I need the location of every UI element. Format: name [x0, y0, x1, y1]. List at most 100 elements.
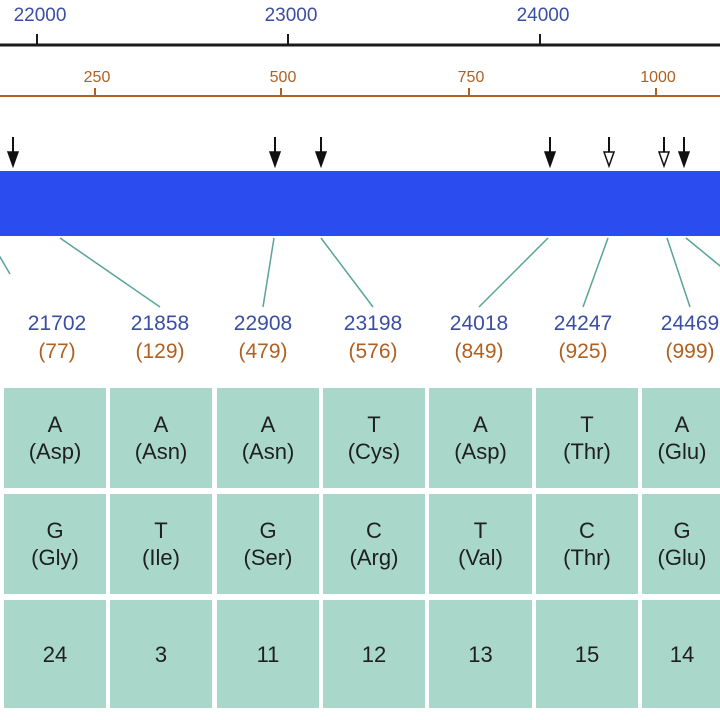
genome-position-label: 23198	[344, 312, 402, 335]
genome-position-label: 21702	[28, 312, 86, 335]
ref-cell: A(Asn)	[217, 388, 319, 488]
connector-line	[0, 255, 11, 275]
base-value: C	[366, 518, 382, 543]
filled-arrow-icon	[268, 137, 282, 169]
aa-position-label: (849)	[454, 340, 503, 363]
base-value: T	[473, 518, 488, 543]
alt-cell: G(Gly)	[4, 494, 106, 594]
alt-cell: G(Glu)	[642, 494, 720, 594]
aa-position-label: (77)	[38, 340, 75, 363]
amino-acid-value: (Asp)	[454, 439, 507, 464]
base-value: A	[260, 412, 276, 437]
amino-acid-value: (Ser)	[243, 545, 293, 570]
amino-acid-value: (Glu)	[657, 545, 707, 570]
genome-ruler: 22000 23000 24000	[0, 5, 720, 47]
amino-acid-value: (Val)	[458, 545, 503, 570]
genome-position-label: 22908	[234, 312, 292, 335]
count-value: 3	[154, 641, 168, 667]
position-connectors	[0, 237, 720, 308]
alt-cell: T(Val)	[429, 494, 532, 594]
amino-acid-value: (Asp)	[28, 439, 82, 464]
count-cell: 15	[536, 600, 638, 708]
connector-line	[666, 237, 691, 308]
connector-line	[582, 237, 609, 308]
filled-arrow-icon	[6, 137, 20, 169]
amino-acid-value: (Thr)	[563, 439, 611, 464]
genome-position-label: 24247	[554, 312, 612, 335]
amino-acid-value: (Cys)	[347, 439, 401, 464]
aa-position-label: (129)	[135, 340, 184, 363]
base-value: G	[673, 518, 691, 543]
aa-position-label: (925)	[558, 340, 607, 363]
base-value: A	[674, 412, 690, 437]
connector-line	[478, 237, 549, 308]
count-value: 14	[669, 641, 695, 667]
alt-cell: C(Thr)	[536, 494, 638, 594]
aa-position-label: (576)	[348, 340, 397, 363]
open-arrow-icon	[657, 137, 671, 169]
count-cell: 14	[642, 600, 720, 708]
base-value: A	[153, 412, 169, 437]
connector-line	[685, 237, 720, 267]
base-value: G	[259, 518, 277, 543]
amino-acid-value: (Asn)	[241, 439, 295, 464]
count-value: 15	[574, 641, 600, 667]
amino-acid-value: (Asn)	[134, 439, 188, 464]
amino-acid-value: (Ile)	[142, 545, 180, 570]
base-value: T	[367, 412, 381, 437]
connector-line	[262, 237, 275, 308]
protein-tick-label: 500	[270, 69, 297, 86]
amino-acid-value: (Glu)	[657, 439, 707, 464]
protein-tick-label: 250	[84, 69, 111, 86]
filled-arrow-icon	[677, 137, 691, 169]
alt-cell: G(Ser)	[217, 494, 319, 594]
count-cell: 24	[4, 600, 106, 708]
count-value: 12	[361, 641, 387, 667]
protein-bar	[0, 171, 720, 236]
amino-acid-value: (Arg)	[349, 545, 399, 570]
genome-tick-label: 23000	[265, 5, 318, 26]
alt-cell: T(Ile)	[110, 494, 212, 594]
count-cell: 12	[323, 600, 425, 708]
ref-cell: A(Asp)	[4, 388, 106, 488]
base-value: A	[47, 412, 63, 437]
count-cell: 13	[429, 600, 532, 708]
ref-cell: A(Asn)	[110, 388, 212, 488]
alt-cell: C(Arg)	[323, 494, 425, 594]
connector-line	[320, 237, 374, 308]
count-cell: 3	[110, 600, 212, 708]
count-value: 24	[42, 641, 68, 667]
ref-cell: A(Asp)	[429, 388, 532, 488]
ref-cell: A(Glu)	[642, 388, 720, 488]
connector-line	[59, 237, 161, 308]
genome-tick-label: 24000	[517, 5, 570, 26]
filled-arrow-icon	[543, 137, 557, 169]
genome-tick-label: 22000	[14, 5, 67, 26]
mutation-arrows	[6, 137, 691, 169]
protein-tick-label: 750	[458, 69, 485, 86]
protein-tick-label: 1000	[640, 69, 676, 86]
count-value: 11	[256, 641, 280, 667]
filled-arrow-icon	[314, 137, 328, 169]
genome-position-label: 21858	[131, 312, 189, 335]
ref-cell: T(Cys)	[323, 388, 425, 488]
position-labels: 21702 (77) 21858 (129) 22908 (479) 23198 (576) 2…	[28, 312, 719, 363]
open-arrow-icon	[602, 137, 616, 169]
base-value: T	[580, 412, 594, 437]
amino-acid-value: (Gly)	[31, 545, 79, 570]
amino-acid-value: (Thr)	[563, 545, 611, 570]
aa-position-label: (999)	[665, 340, 714, 363]
aa-position-label: (479)	[238, 340, 287, 363]
protein-ruler: 250 500 750 1000	[0, 69, 720, 97]
ref-cell: T(Thr)	[536, 388, 638, 488]
base-value: T	[154, 518, 168, 543]
base-value: A	[473, 412, 488, 437]
base-value: G	[46, 518, 64, 543]
base-value: C	[579, 518, 595, 543]
count-value: 13	[468, 641, 493, 667]
genome-position-label: 24018	[450, 312, 508, 335]
genome-position-label: 24469	[661, 312, 719, 335]
count-cell: 11	[217, 600, 319, 708]
